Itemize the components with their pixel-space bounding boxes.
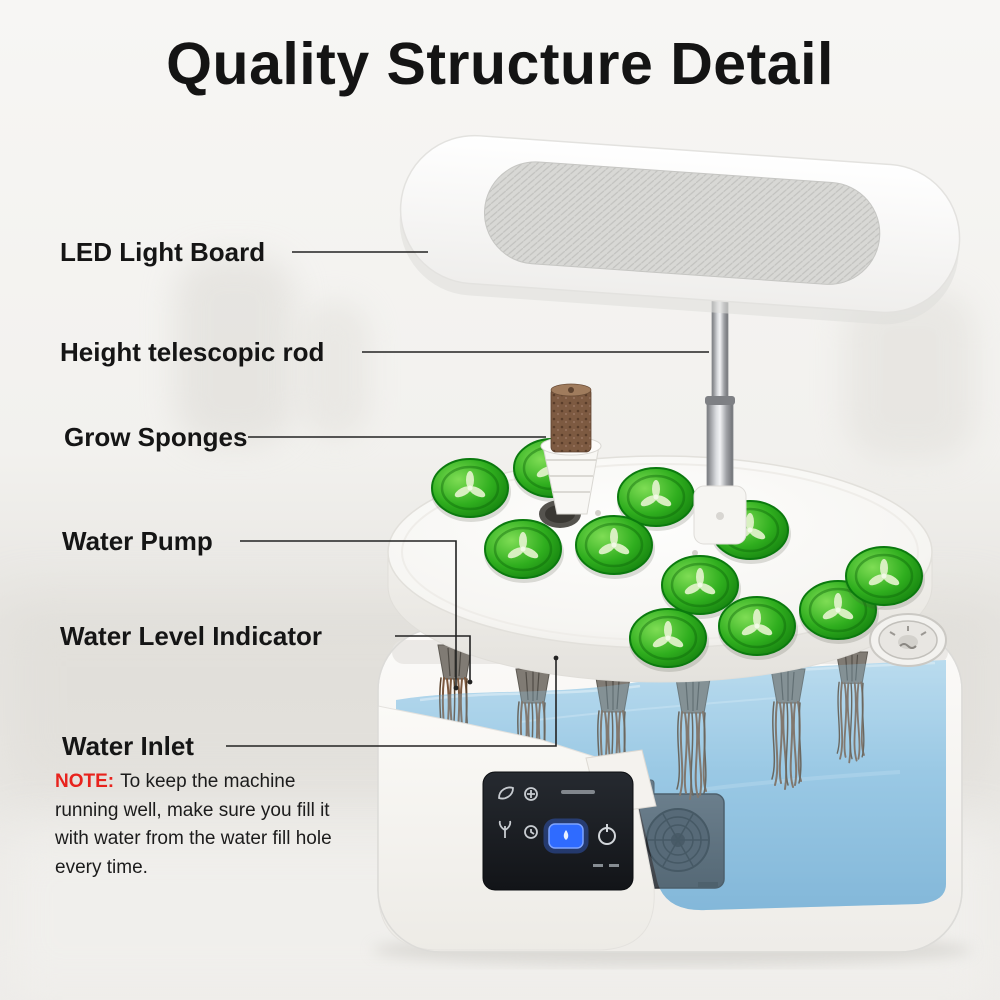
wave-icon [899, 643, 917, 649]
brand-mark [561, 790, 595, 794]
water-drop-icon [563, 830, 569, 840]
water-pump-unit [627, 779, 725, 889]
grow-pod [716, 595, 800, 662]
grow-pod [429, 457, 513, 524]
clock-icon [524, 825, 538, 839]
note-label: NOTE: [55, 771, 115, 792]
grow-sponge-assembly [540, 383, 602, 515]
label-water-level-indicator: Water Level Indicator [60, 621, 322, 651]
water [396, 660, 946, 911]
callout-line-water-level-indicator [395, 635, 471, 682]
led-mesh-panel [483, 161, 881, 285]
callout-endpoints [453, 655, 559, 691]
grow-pod [573, 514, 657, 581]
label-grow-sponges: Grow Sponges [64, 422, 248, 452]
label-led-light-board: LED Light Board [60, 237, 266, 267]
callout-line-water-pump [240, 540, 457, 688]
water-tint [396, 660, 946, 911]
label-water-pump: Water Pump [62, 526, 213, 556]
fan-icon [524, 787, 538, 801]
label-telescopic-rod: Height telescopic rod [60, 337, 325, 367]
grow-pod [482, 518, 566, 585]
seed-pod-deck [387, 383, 947, 683]
label-water-inlet: Water Inlet [62, 731, 194, 761]
callout-lines [226, 251, 709, 747]
grow-pod [627, 607, 711, 674]
control-panel [482, 771, 634, 891]
grow-pod [843, 545, 927, 612]
note-text: To keep the machine running well, make s… [55, 771, 332, 878]
telescopic-rod [693, 281, 747, 545]
grow-sponge [550, 387, 592, 453]
leaf-icon [498, 786, 514, 800]
callout-line-water-inlet [226, 658, 557, 747]
plant-icon [498, 820, 512, 838]
note-block: NOTE:To keep the machine running well, m… [55, 768, 347, 882]
water-level-indicator-dial [869, 613, 947, 667]
led-light-board-part [399, 134, 961, 325]
page-title: Quality Structure Detail [166, 31, 834, 97]
water-basin [377, 627, 963, 953]
